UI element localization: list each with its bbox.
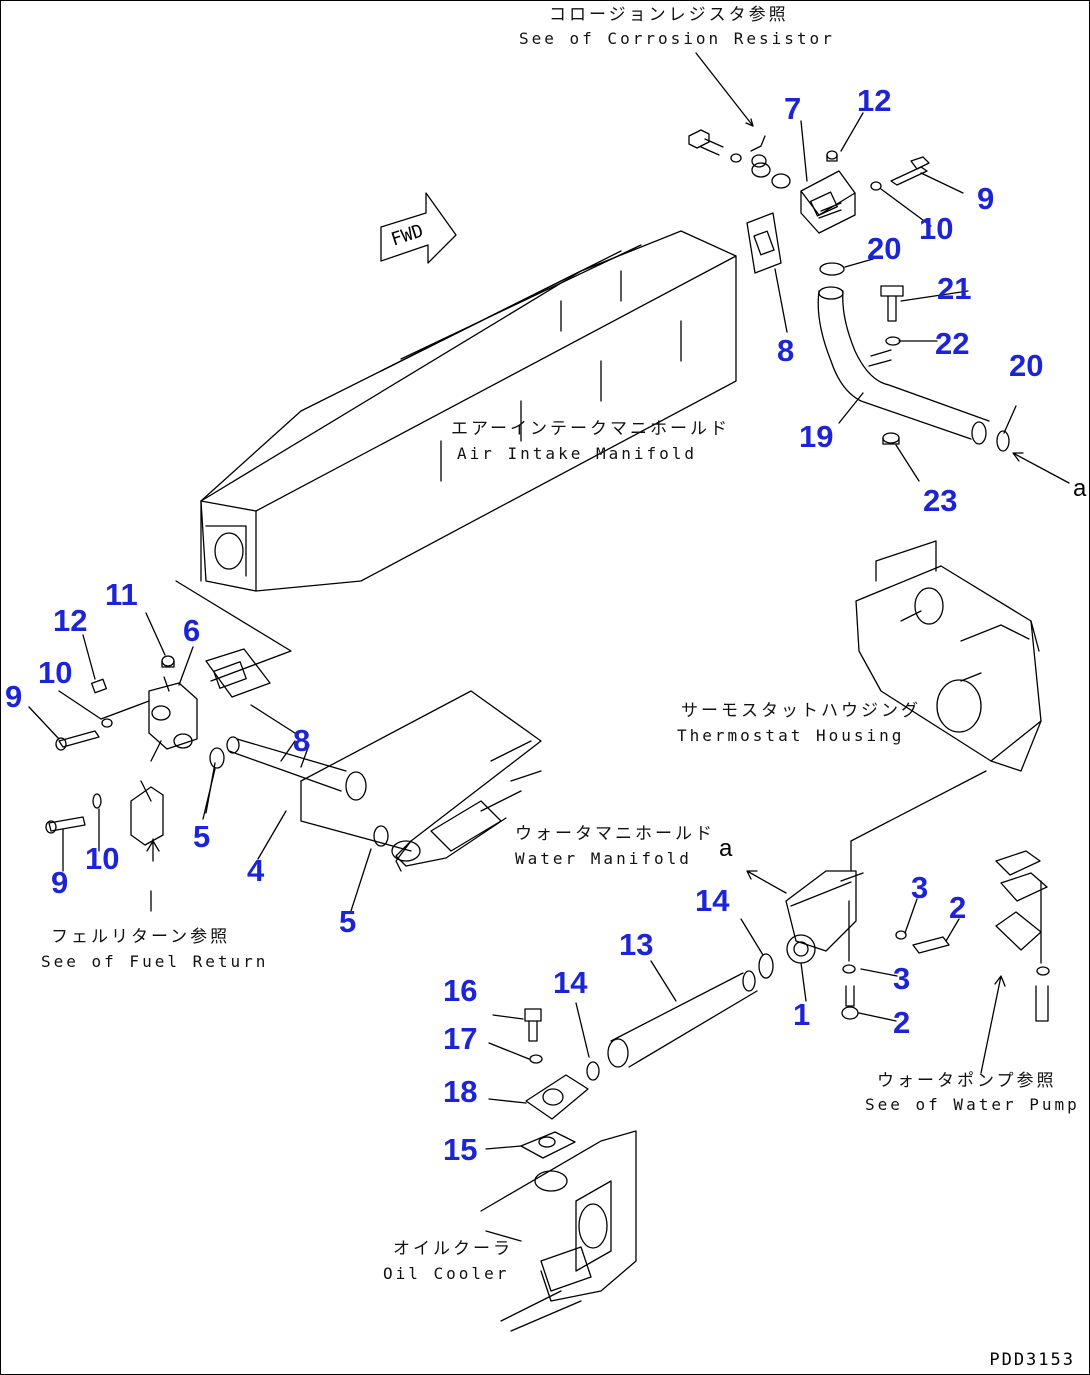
- callout-16[interactable]: 16: [443, 973, 478, 1008]
- drawing-code: PDD3153: [989, 1350, 1075, 1370]
- callout-2-lower[interactable]: 2: [893, 1005, 911, 1040]
- oil-cooler-label-jp: オイルクーラ: [393, 1239, 513, 1259]
- callout-15[interactable]: 15: [443, 1132, 478, 1167]
- callout-21[interactable]: 21: [937, 271, 972, 306]
- callout-8-top[interactable]: 8: [777, 333, 795, 368]
- part-9-left-bolt-icon: [55, 730, 100, 751]
- callout-12-top[interactable]: 12: [857, 83, 892, 118]
- callout-14-lower[interactable]: 14: [553, 965, 588, 1000]
- part-14-oring-icon: [758, 953, 774, 979]
- callout-5-left[interactable]: 5: [193, 819, 211, 854]
- callout-19[interactable]: 19: [799, 419, 834, 454]
- part-10-lower-washer-icon: [92, 793, 102, 809]
- callout-10-lower[interactable]: 10: [85, 841, 120, 876]
- callout-20-top[interactable]: 20: [867, 231, 902, 266]
- part-15-gasket-icon: [520, 1131, 576, 1159]
- callout-1[interactable]: 1: [793, 997, 811, 1032]
- callout-6[interactable]: 6: [183, 613, 201, 648]
- water-manifold-icon: [300, 690, 542, 872]
- part-6-connector-icon: [148, 676, 198, 750]
- callout-18[interactable]: 18: [443, 1074, 478, 1109]
- air-intake-label-jp: エアーインテークマニホールド: [451, 419, 730, 439]
- leader-corrosion: [695, 52, 754, 127]
- part-12-nut-icon: [826, 150, 838, 162]
- callout-12-left[interactable]: 12: [53, 603, 88, 638]
- part-8-gasket-icon: [746, 212, 782, 274]
- callout-8-left[interactable]: 8: [293, 723, 311, 758]
- callout-10-left[interactable]: 10: [38, 655, 73, 690]
- part-17-washer-icon: [529, 1054, 543, 1064]
- part-20-oring-icon: [819, 262, 845, 276]
- part-5-oring-right-icon: [373, 825, 389, 847]
- water-pump-label-en: See of Water Pump: [865, 1095, 1080, 1114]
- callout-9-lower[interactable]: 9: [51, 865, 69, 900]
- callout-23[interactable]: 23: [923, 483, 958, 518]
- part-14-lower-oring-icon: [586, 1061, 600, 1081]
- fuel-return-fitting-icon: [130, 740, 164, 862]
- callout-10-top[interactable]: 10: [919, 211, 954, 246]
- thermostat-housing-icon: [850, 540, 1042, 842]
- callout-2-top[interactable]: 2: [949, 890, 967, 925]
- callout-13[interactable]: 13: [619, 927, 654, 962]
- oil-cooler-icon: [480, 1130, 637, 1332]
- part-23-nut-icon: [882, 432, 900, 445]
- water-pump-label-jp: ウォータポンプ参照: [877, 1071, 1057, 1091]
- corrosion-resistor-label-en: See of Corrosion Resistor: [519, 29, 835, 48]
- fuel-return-label-en: See of Fuel Return: [41, 952, 269, 971]
- part-9-lower-bolt-icon: [45, 816, 86, 834]
- callout-20-right[interactable]: 20: [1009, 348, 1044, 383]
- part-10-left-washer-icon: [101, 718, 113, 728]
- top-connector-icon: [751, 162, 791, 189]
- part-3-washer-icon: [895, 930, 907, 940]
- thermostat-label-en: Thermostat Housing: [677, 726, 905, 745]
- callout-22[interactable]: 22: [935, 326, 970, 361]
- air-intake-label-en: Air Intake Manifold: [457, 444, 698, 463]
- callout-7[interactable]: 7: [784, 91, 802, 126]
- callout-3-lower[interactable]: 3: [893, 961, 911, 996]
- part-19-pipe-icon: [817, 286, 990, 445]
- top-bolt-icon: [688, 129, 767, 168]
- part-1-housing-icon: [785, 840, 864, 964]
- arrow-a-top: [1012, 452, 1070, 484]
- water-pump-icon: [980, 850, 1050, 1074]
- part-11-nut-icon: [161, 655, 175, 668]
- callout-9-top[interactable]: 9: [977, 181, 995, 216]
- thermostat-label-jp: サーモスタットハウジング: [681, 701, 921, 721]
- corrosion-resistor-label-jp: コロージョンレジスタ参照: [549, 5, 789, 25]
- part-18-flange-icon: [525, 1074, 589, 1120]
- callout-3-top[interactable]: 3: [911, 870, 929, 905]
- callout-17[interactable]: 17: [443, 1021, 478, 1056]
- part-7-flange-icon: [800, 170, 856, 234]
- callout-14-top[interactable]: 14: [695, 883, 730, 918]
- water-manifold-label-jp: ウォータマニホールド: [515, 824, 715, 844]
- fwd-arrow-icon: [380, 192, 457, 264]
- part-2-bolt-icon: [912, 936, 950, 954]
- callout-4[interactable]: 4: [247, 853, 265, 888]
- part-8-left-gasket-icon: [205, 648, 271, 698]
- part-21-bolt-icon: [880, 285, 904, 322]
- part-22-washer-icon: [885, 336, 901, 346]
- callout-5-right[interactable]: 5: [339, 904, 357, 939]
- part-13-pipe-icon: [607, 970, 758, 1068]
- arrow-marker-a-right: a: [1073, 475, 1087, 502]
- fuel-return-label-jp: フェルリターン参照: [51, 927, 231, 947]
- part-9-bolt-icon: [890, 156, 930, 186]
- callout-9-left[interactable]: 9: [5, 679, 23, 714]
- part-4-pipe-icon: [226, 736, 367, 801]
- arrow-a-mid: [746, 870, 787, 894]
- part-20-oring-right-icon: [996, 430, 1010, 452]
- part-10-washer-icon: [870, 181, 882, 191]
- arrow-marker-a-mid: a: [719, 835, 733, 862]
- oil-cooler-label-en: Oil Cooler: [383, 1264, 510, 1283]
- part-16-bolt-icon: [524, 1008, 542, 1042]
- part-5-oring-icon: [209, 747, 225, 769]
- callout-11[interactable]: 11: [105, 577, 138, 612]
- part-2-lower-bolt-icon: [841, 985, 859, 1020]
- air-intake-manifold-icon: [175, 230, 737, 682]
- part-12-left-icon: [91, 678, 107, 694]
- water-manifold-label-en: Water Manifold: [515, 849, 692, 868]
- part-3-lower-washer-icon: [842, 964, 856, 974]
